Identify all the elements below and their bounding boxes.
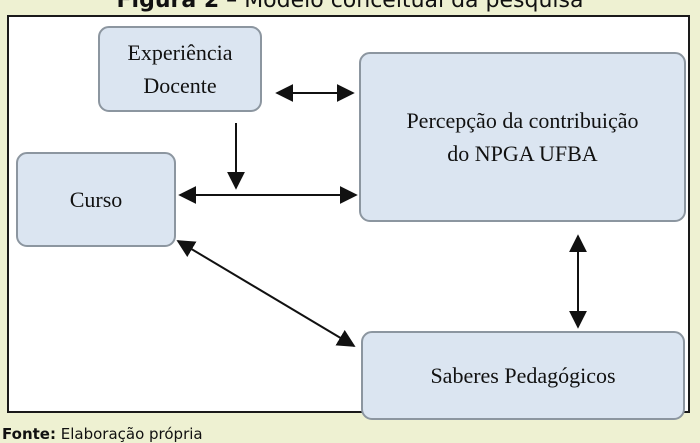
node-experiencia-docente-label: Experiência Docente xyxy=(127,40,233,98)
source-note: Fonte: Elaboração própria xyxy=(2,425,203,443)
arrow-curso-saberes xyxy=(176,240,356,347)
node-percepcao-contribuicao: Percepção da contribuição do NPGA UFBA xyxy=(359,52,686,222)
node-saberes-pedagogicos-label: Saberes Pedagógicos xyxy=(430,363,616,388)
node-percepcao-contribuicao-label: Percepção da contribuição do NPGA UFBA xyxy=(406,108,639,166)
caption-separator: – xyxy=(219,0,245,13)
source-label: Fonte: xyxy=(2,425,56,443)
figure-label: Figura 2 xyxy=(116,0,220,13)
node-curso-label: Curso xyxy=(69,187,123,212)
figure-caption: Figura 2 – Modelo conceitual da pesquisa xyxy=(0,0,700,13)
source-text: Elaboração própria xyxy=(55,425,203,443)
node-saberes-pedagogicos: Saberes Pedagógicos xyxy=(361,331,685,420)
node-curso: Curso xyxy=(16,152,176,247)
node-experiencia-docente: Experiência Docente xyxy=(98,26,262,112)
figure-title: Modelo conceitual da pesquisa xyxy=(244,0,584,13)
